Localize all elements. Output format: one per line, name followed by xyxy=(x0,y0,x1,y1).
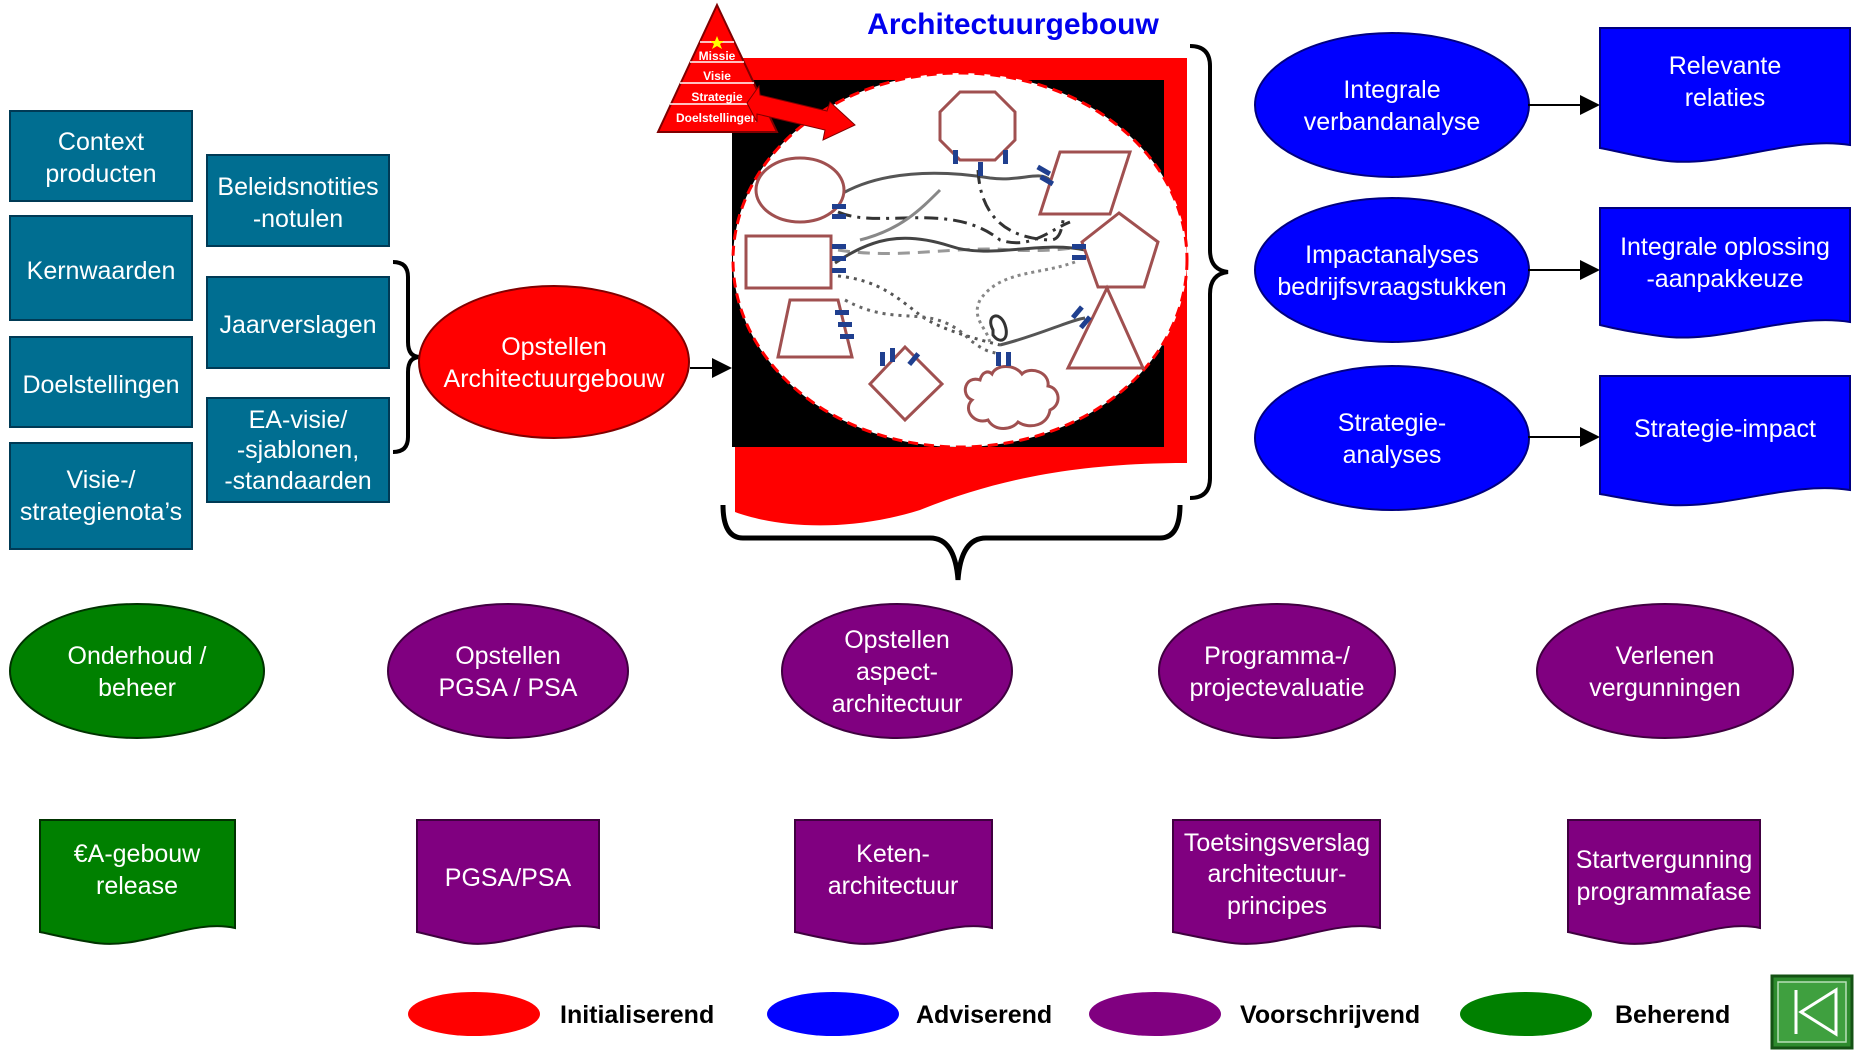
svg-text:Jaarverslagen: Jaarverslagen xyxy=(219,311,376,339)
legend-swatch-initialiserend xyxy=(408,992,540,1036)
svg-text:Beleidsnotities-notulen: Beleidsnotities-notulen xyxy=(217,173,378,233)
legend-label-voorschrijvend: Voorschrijvend xyxy=(1240,1001,1420,1029)
legend-swatch-adviserend xyxy=(767,992,899,1036)
architecture-building-image: Missie Visie Strategie Doelstellingen xyxy=(656,2,1189,526)
legend-swatch-beherend xyxy=(1460,992,1592,1036)
input-box-kernwaarden: Kernwaarden xyxy=(9,215,193,321)
page-title: Architectuurgebouw xyxy=(867,8,1159,41)
skip-to-start-icon[interactable] xyxy=(1770,974,1854,1050)
output-integrale-oplossing: Integrale oplossing-aanpakkeuze xyxy=(1599,207,1851,339)
pyramid-icon: Missie Visie Strategie Doelstellingen xyxy=(656,2,779,133)
svg-text:EA-visie/-sjablonen,-standaard: EA-visie/-sjablonen,-standaarden xyxy=(224,406,371,495)
svg-text:Keten-architectuur: Keten-architectuur xyxy=(828,840,959,900)
input-box-ea-visie: EA-visie/-sjablonen,-standaarden xyxy=(206,397,390,503)
legend-label-beherend: Beherend xyxy=(1615,1001,1730,1029)
svg-text:Kernwaarden: Kernwaarden xyxy=(27,257,176,285)
svg-text:Doelstellingen: Doelstellingen xyxy=(676,111,758,125)
svg-text:Doelstellingen: Doelstellingen xyxy=(22,371,179,399)
legend-label-initialiserend: Initialiserend xyxy=(560,1001,714,1029)
input-box-jaarverslagen: Jaarverslagen xyxy=(206,276,390,369)
svg-text:Missie: Missie xyxy=(699,49,736,63)
svg-text:Programma-/projectevaluatie: Programma-/projectevaluatie xyxy=(1189,642,1364,702)
input-box-beleidsnotities: Beleidsnotities-notulen xyxy=(206,154,390,247)
process-onderhoud-beheer: Onderhoud /beheer xyxy=(9,603,265,739)
double-arrow-icon xyxy=(746,84,856,141)
svg-text:Strategie-analyses: Strategie-analyses xyxy=(1338,409,1446,469)
svg-text:Visie: Visie xyxy=(703,69,731,83)
svg-text:Strategie-impact: Strategie-impact xyxy=(1634,415,1816,443)
output-strategie-impact: Strategie-impact xyxy=(1599,375,1851,507)
legend: Initialiserend Adviserend Voorschrijvend… xyxy=(408,992,1730,1036)
legend-swatch-voorschrijvend xyxy=(1089,992,1221,1036)
svg-text:Integrale oplossing-aanpakkeuz: Integrale oplossing-aanpakkeuze xyxy=(1620,233,1830,293)
right-brace xyxy=(1189,44,1229,500)
legend-label-adviserend: Adviserend xyxy=(916,1001,1052,1029)
svg-text:Visie-/strategienota’s: Visie-/strategienota’s xyxy=(20,466,182,526)
input-box-doelstellingen: Doelstellingen xyxy=(9,336,193,428)
bottom-brace xyxy=(720,504,1183,581)
process-programma-projectevaluatie: Programma-/projectevaluatie xyxy=(1158,603,1396,739)
svg-text:PGSA/PSA: PGSA/PSA xyxy=(445,864,572,892)
output-keten-architectuur: Keten-architectuur xyxy=(794,819,993,945)
svg-text:Onderhoud /beheer: Onderhoud /beheer xyxy=(68,642,207,702)
input-box-visie-strategienotas: Visie-/strategienota’s xyxy=(9,442,193,550)
output-pgsa-psa: PGSA/PSA xyxy=(416,819,600,945)
process-strategie-analyses: Strategie-analyses xyxy=(1254,365,1530,511)
svg-text:Strategie: Strategie xyxy=(691,90,743,104)
input-brace xyxy=(392,260,421,454)
